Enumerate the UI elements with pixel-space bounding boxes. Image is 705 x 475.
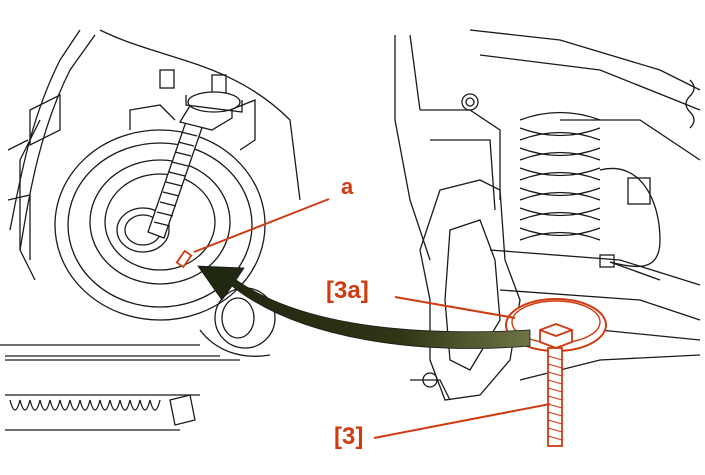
shock-stud [147, 91, 243, 239]
leader-lines [193, 198, 551, 439]
callout-3: [3] [334, 423, 364, 450]
callout-3a: [3a] [326, 277, 369, 304]
callout-a: a [341, 174, 354, 199]
direction-arrow [197, 265, 531, 349]
bolt [539, 323, 573, 447]
right-panel-drawing [394, 29, 701, 401]
marker-a-slot [175, 249, 193, 269]
left-panel-drawing [0, 29, 301, 431]
